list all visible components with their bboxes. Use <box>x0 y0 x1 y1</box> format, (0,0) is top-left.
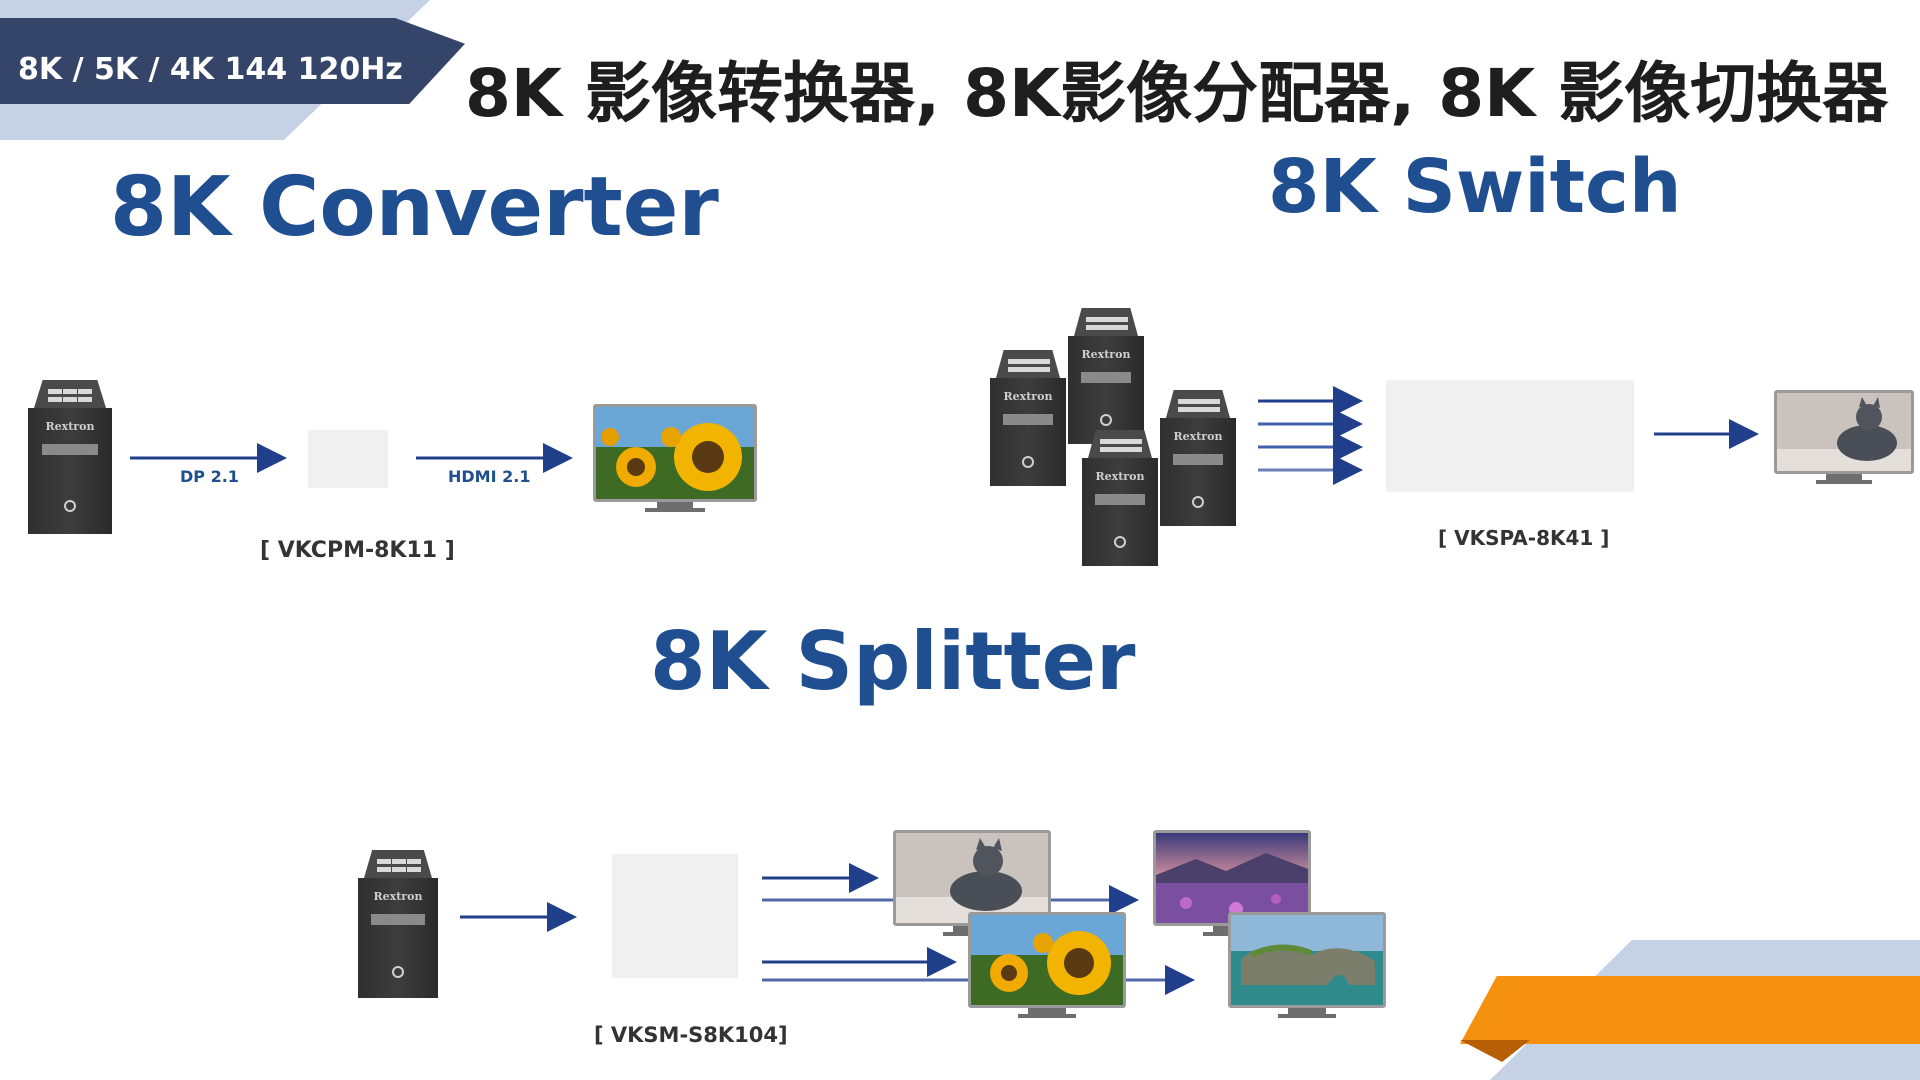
pc-brand-label: Rextron <box>1173 430 1223 443</box>
power-icon <box>1192 496 1204 508</box>
switch-model-label: [ VKSPA-8K41 ] <box>1438 526 1610 550</box>
sunflower-scene <box>596 407 754 499</box>
pc-brand-label: Rextron <box>373 890 423 903</box>
switch-pc-tower-2: Rextron <box>1068 308 1144 444</box>
converter-model-label: [ VKCPM-8K11 ] <box>260 538 455 563</box>
header-badge <box>0 18 465 104</box>
sunset-flowers-scene <box>1156 833 1308 923</box>
converter-output-label: HDMI 2.1 <box>448 467 531 486</box>
sunflower-scene <box>971 915 1123 1005</box>
pc-brand-label: Rextron <box>45 420 95 433</box>
splitter-pc-tower: Rextron <box>358 850 438 998</box>
converter-monitor <box>593 404 757 512</box>
power-icon <box>1022 456 1034 468</box>
splitter-monitor-cat <box>893 830 1051 936</box>
switch-monitor <box>1774 390 1914 484</box>
pc-brand-label: Rextron <box>1003 390 1053 403</box>
splitter-title: 8K Splitter <box>650 615 1136 708</box>
splitter-monitor-sunflower <box>968 912 1126 1018</box>
cat-scene <box>896 833 1048 923</box>
pc-brand-label: Rextron <box>1081 348 1131 361</box>
switch-pc-tower-4: Rextron <box>1160 390 1236 526</box>
converter-device <box>308 430 388 488</box>
cat-scene <box>1777 393 1911 471</box>
switch-pc-tower-1: Rextron <box>990 350 1066 486</box>
splitter-monitor-sunset <box>1153 830 1311 936</box>
converter-pc-tower: Rextron <box>28 380 112 534</box>
splitter-model-label: [ VKSM-S8K104] <box>594 1023 788 1047</box>
power-icon <box>1100 414 1112 426</box>
switch-device <box>1386 380 1634 492</box>
switch-title: 8K Switch <box>1268 144 1682 230</box>
page-title: 8K 影像转换器, 8K影像分配器, 8K 影像切换器 <box>465 55 1889 132</box>
splitter-device <box>612 854 738 978</box>
corner-orange-shape <box>1460 976 1920 1044</box>
sea-arch-scene <box>1231 915 1383 1005</box>
switch-pc-tower-3: Rextron <box>1082 430 1158 566</box>
power-icon <box>64 500 76 512</box>
power-icon <box>392 966 404 978</box>
converter-input-label: DP 2.1 <box>180 467 239 486</box>
badge-text: 8K / 5K / 4K 144 120Hz <box>18 52 403 87</box>
power-icon <box>1114 536 1126 548</box>
splitter-monitor-sea <box>1228 912 1386 1018</box>
converter-title: 8K Converter <box>110 160 719 255</box>
pc-brand-label: Rextron <box>1095 470 1145 483</box>
